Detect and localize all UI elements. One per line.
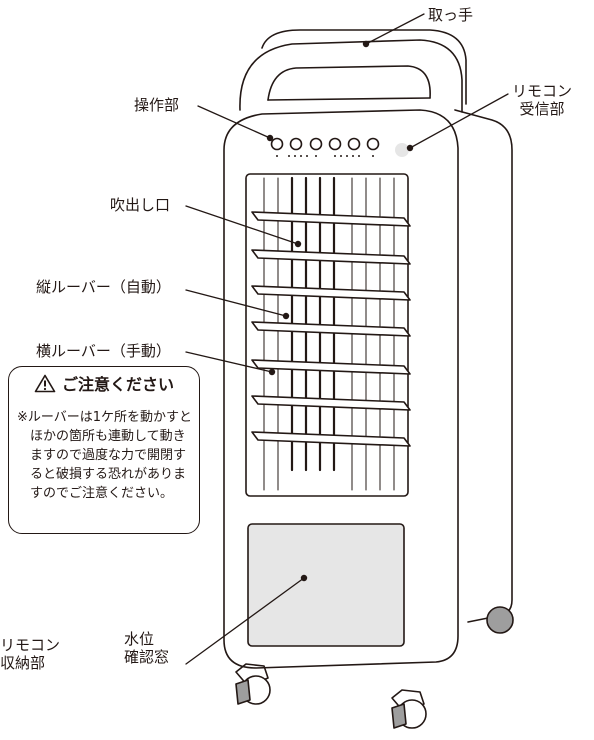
unit-top-depth (261, 29, 467, 105)
label-remote-storage: リモコン 収納部 (0, 636, 60, 672)
caution-box: ご注意ください ※ルーバーは1ケ所を動かすとほかの箇所も連動して動きますので過度… (8, 366, 200, 534)
handle[interactable] (239, 39, 463, 113)
label-remote-receiver-line1: リモコン (512, 82, 573, 100)
label-handle: 取っ手 (428, 6, 474, 24)
label-water-level-window: 水位 確認窓 (124, 630, 169, 666)
horizontal-louver-set[interactable] (251, 211, 411, 447)
caster-front-left (235, 663, 271, 705)
label-vertical-louver: 縦ルーバー（自動） (36, 278, 171, 296)
caution-text: ※ルーバーは1ケ所を動かすとほかの箇所も連動して動きますので過度な力で開閉すると… (17, 410, 193, 501)
label-remote-receiver: リモコン 受信部 (512, 82, 572, 118)
caster-front-right (391, 689, 427, 729)
caster-rear (486, 606, 514, 634)
label-outlet: 吹出し口 (110, 196, 171, 214)
label-control-panel: 操作部 (134, 96, 180, 114)
label-remote-storage-line2: 収納部 (0, 654, 46, 672)
remote-receiver-window (395, 143, 409, 157)
label-remote-receiver-line2: 受信部 (519, 100, 565, 118)
label-water-level-line2: 確認窓 (124, 648, 170, 666)
leader-lines (185, 13, 509, 665)
label-horizontal-louver: 横ルーバー（手動） (36, 342, 171, 360)
label-water-level-line1: 水位 (124, 630, 155, 648)
control-panel[interactable] (270, 137, 380, 158)
caution-heading: ご注意ください (9, 374, 199, 395)
unit-side-panel (454, 109, 513, 623)
warning-icon (34, 374, 56, 393)
label-remote-storage-line1: リモコン (0, 636, 61, 654)
water-level-window (247, 523, 405, 647)
caution-title: ご注意ください (61, 375, 174, 394)
